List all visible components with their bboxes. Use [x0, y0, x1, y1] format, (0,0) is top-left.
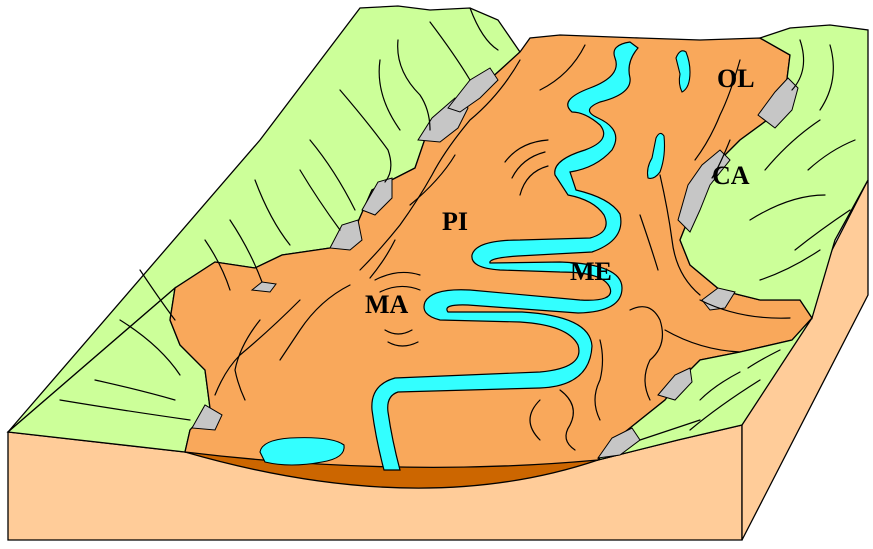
label-ol: OL [717, 64, 755, 93]
label-me: ME [570, 257, 612, 286]
label-ma: MA [365, 290, 409, 319]
label-pi: PI [442, 207, 468, 236]
label-ca: CA [712, 161, 750, 190]
